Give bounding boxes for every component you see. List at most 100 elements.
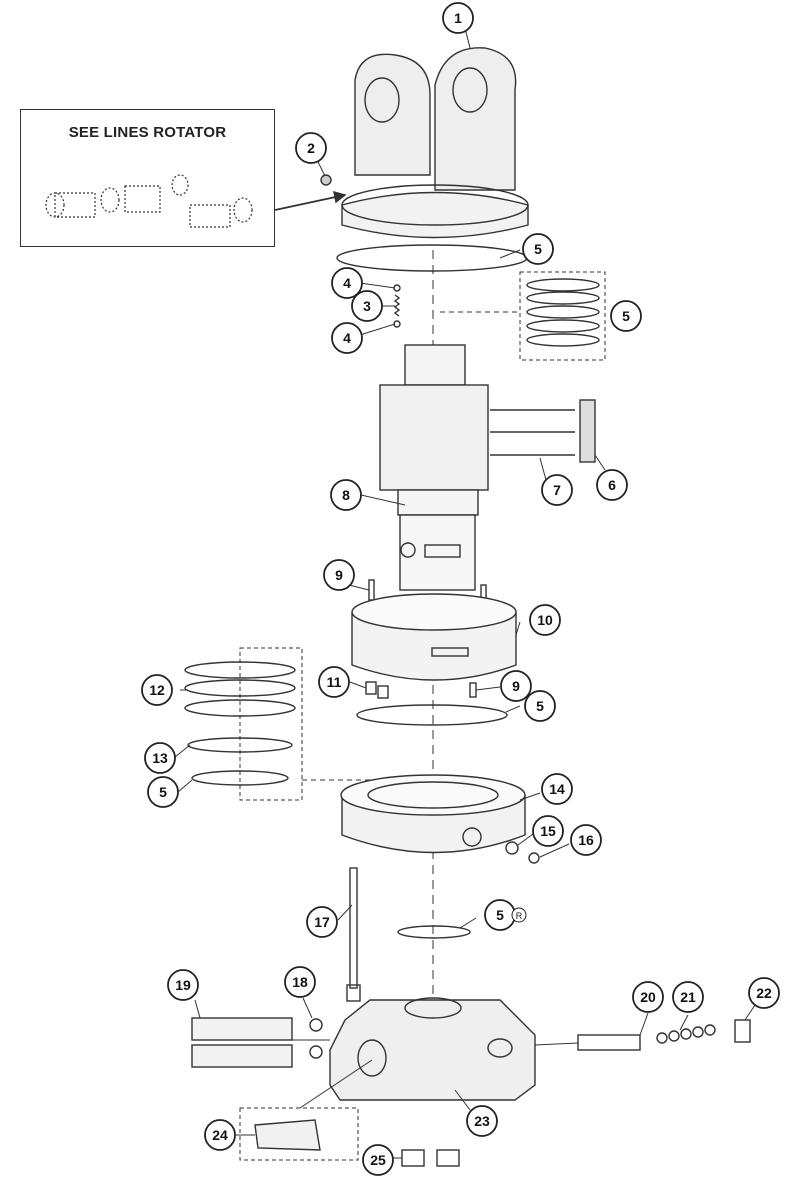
callout-c23-label: 23 <box>474 1113 490 1129</box>
callout-c22-label: 22 <box>756 985 772 1001</box>
part-7-springs <box>490 409 575 456</box>
callout-c15-label: 15 <box>540 823 556 839</box>
part-24-cartridge <box>254 1119 321 1151</box>
callout-c9a-label: 9 <box>335 567 343 583</box>
callout-c5b-circle <box>610 300 642 332</box>
callout-c10-circle <box>529 604 561 636</box>
part-11-pins <box>365 681 377 695</box>
callout-c14-circle <box>541 773 573 805</box>
part-20-pin <box>577 1034 641 1051</box>
repair-kit-mark-circle <box>511 907 527 923</box>
callout-c5a-label: 5 <box>534 241 542 257</box>
part-2-fitting <box>320 174 332 186</box>
callout-c9b-circle <box>500 670 532 702</box>
callout-c25-circle <box>362 1144 394 1176</box>
callout-c8-label: 8 <box>342 487 350 503</box>
callout-c4b-label: 4 <box>343 330 351 346</box>
callout-c17-label: 17 <box>314 914 330 930</box>
part-21-washers <box>656 1024 716 1044</box>
callout-c5b-label: 5 <box>622 308 630 324</box>
callout-c20-label: 20 <box>640 989 656 1005</box>
callout-c23-circle <box>466 1105 498 1137</box>
part-14-base-ring <box>340 774 526 854</box>
callout-c24-circle <box>204 1119 236 1151</box>
see-lines-rotator-inset: SEE LINES ROTATOR <box>20 109 275 247</box>
part-22-plug <box>734 1019 751 1043</box>
part-3-spring <box>393 294 401 317</box>
callout-c7-label: 7 <box>553 482 561 498</box>
callout-c24-label: 24 <box>212 1127 228 1143</box>
callout-c5d-circle <box>147 776 179 808</box>
callout-c21-label: 21 <box>680 989 696 1005</box>
callout-c2-label: 2 <box>307 140 315 156</box>
callout-c2-circle <box>295 132 327 164</box>
callout-c5a-circle <box>522 233 554 265</box>
callout-c25-label: 25 <box>370 1152 386 1168</box>
callout-c1-label: 1 <box>454 10 462 26</box>
part-18-washer <box>309 1018 323 1032</box>
callout-c18-circle <box>284 966 316 998</box>
part-5-oring-middle <box>356 704 508 726</box>
callout-c11-label: 11 <box>327 674 342 690</box>
callout-c13-label: 13 <box>152 750 168 766</box>
part-9-pin-lower <box>469 682 477 698</box>
callout-c5e-label: 5 <box>496 907 504 923</box>
callout-c3-label: 3 <box>363 298 371 314</box>
part-5-oring-lower <box>397 925 471 939</box>
callout-c12-circle <box>141 674 173 706</box>
part-16-plug <box>528 852 540 864</box>
callout-c4a-circle <box>331 267 363 299</box>
callout-c16-label: 16 <box>578 832 594 848</box>
part-5-oring-top <box>336 244 528 272</box>
callout-c16-circle <box>570 824 602 856</box>
callout-c18-label: 18 <box>292 974 308 990</box>
callout-c19-label: 19 <box>175 977 191 993</box>
part-8-swivel-shaft <box>379 344 489 591</box>
part-9-pin-left <box>368 579 375 601</box>
part-6-plate <box>579 399 596 463</box>
callout-c22-circle <box>748 977 780 1009</box>
part-17-bolt <box>349 867 358 989</box>
part-23-manifold <box>329 997 536 1101</box>
callout-c12-label: 12 <box>149 682 165 698</box>
callout-c15-circle <box>532 815 564 847</box>
part-5-seal-stack <box>440 271 606 361</box>
callout-c5c-label: 5 <box>536 698 544 714</box>
callout-c17-circle <box>306 906 338 938</box>
part-24-inset-box <box>239 1107 359 1161</box>
leader-lines <box>174 27 756 1159</box>
inset-pointer-arrow <box>274 194 346 211</box>
arrow-head-icon <box>333 191 347 204</box>
callout-c7-circle <box>541 474 573 506</box>
callout-c21-circle <box>672 981 704 1013</box>
callout-c4a-label: 4 <box>343 275 351 291</box>
part-25-plug-left <box>401 1149 425 1167</box>
callout-c14-label: 14 <box>549 781 565 797</box>
callout-c5d-label: 5 <box>159 784 167 800</box>
callout-c11-circle <box>318 666 350 698</box>
callout-c6-circle <box>596 469 628 501</box>
inset-title: SEE LINES ROTATOR <box>68 124 227 141</box>
inset-hose-drawings <box>45 174 253 228</box>
callout-c5c-circle <box>524 690 556 722</box>
callout-c6-label: 6 <box>608 477 616 493</box>
callout-c9a-circle <box>323 559 355 591</box>
part-19-bolts <box>191 1017 293 1068</box>
callout-c9b-label: 9 <box>512 678 520 694</box>
callout-c8-circle <box>330 479 362 511</box>
part-10-housing <box>351 593 517 681</box>
callout-c4b-circle <box>331 322 363 354</box>
part-15-washer <box>505 841 519 855</box>
callout-c10-label: 10 <box>537 612 553 628</box>
callout-c3-circle <box>351 290 383 322</box>
part-13-washer <box>187 737 293 753</box>
callout-c20-circle <box>632 981 664 1013</box>
callout-c13-circle <box>144 742 176 774</box>
callout-c1-circle <box>442 2 474 34</box>
part-25-plug-right <box>436 1149 460 1167</box>
part-1-rotator-head <box>341 47 529 239</box>
callout-c19-circle <box>167 969 199 1001</box>
